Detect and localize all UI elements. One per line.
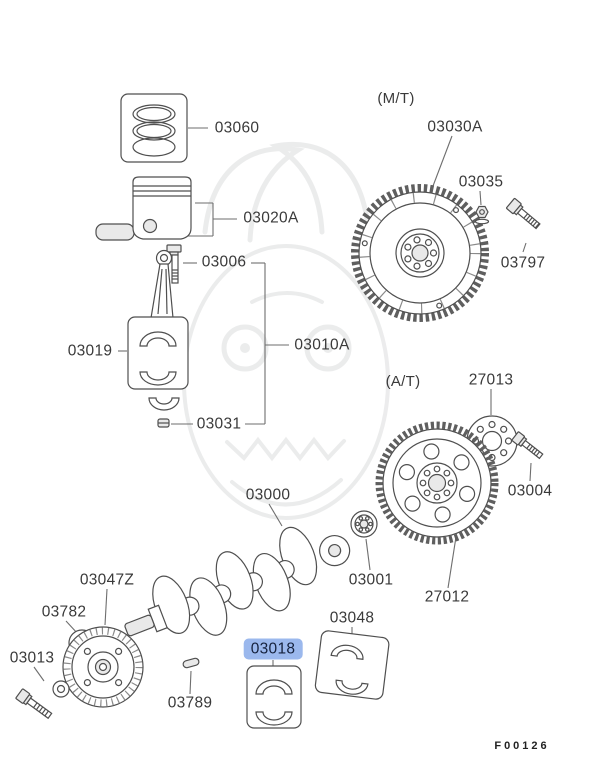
part-label-03000[interactable]: 03000: [245, 486, 291, 504]
part-label-03030A[interactable]: 03030A: [427, 118, 483, 136]
figure-code: F00126: [494, 739, 550, 752]
part-label-03035[interactable]: 03035: [458, 173, 504, 191]
part-label-03013[interactable]: 03013: [9, 649, 55, 667]
crankshaft-drawing: [124, 526, 351, 637]
part-label-03031[interactable]: 03031: [196, 415, 242, 433]
part-label-03006[interactable]: 03006: [201, 253, 247, 271]
part-label-03018-highlighted[interactable]: 03018: [243, 638, 303, 660]
flywheel-bolt-drawing: [506, 197, 541, 230]
flywheel-nut-drawing: [474, 205, 490, 225]
rod-bolt-drawing: [166, 244, 182, 284]
flywheel-drawing: [351, 184, 489, 322]
part-label-03004[interactable]: 03004: [507, 482, 553, 500]
part-label-03001[interactable]: 03001: [348, 571, 394, 589]
part-label-27013[interactable]: 27013: [468, 371, 514, 389]
main-bearing-drawing: [246, 665, 302, 729]
part-label-27012[interactable]: 27012: [424, 588, 470, 606]
thrust-bearing-drawing: [314, 630, 390, 700]
transmission-note-mt: (M/T): [377, 89, 415, 107]
part-label-03010A[interactable]: 03010A: [294, 336, 350, 354]
pulley-bolt-drawing: [15, 680, 70, 720]
connecting-rod-drawing: [148, 249, 180, 428]
crank-spacer-drawing: [350, 510, 378, 538]
piston-drawing: [95, 176, 192, 241]
part-label-03782[interactable]: 03782: [41, 603, 87, 621]
part-label-03048[interactable]: 03048: [329, 609, 375, 627]
part-label-03047Z[interactable]: 03047Z: [79, 571, 135, 589]
piston-rings-drawing: [120, 93, 188, 163]
part-label-03797[interactable]: 03797: [500, 254, 546, 272]
crank-pulley-drawing: [62, 626, 144, 708]
part-label-03060[interactable]: 03060: [214, 119, 260, 137]
part-label-03019[interactable]: 03019: [67, 342, 113, 360]
adapter-bolt-drawing: [511, 431, 544, 460]
watermark-graphic: [182, 141, 390, 520]
leader-lines: [33, 127, 532, 695]
drive-plate-drawing: [375, 421, 499, 545]
rod-bearing-drawing: [127, 316, 189, 390]
transmission-note-at: (A/T): [385, 372, 421, 390]
part-label-03020A[interactable]: 03020A: [243, 209, 299, 227]
part-label-03789[interactable]: 03789: [167, 694, 213, 712]
crank-key-drawing: [182, 657, 200, 669]
